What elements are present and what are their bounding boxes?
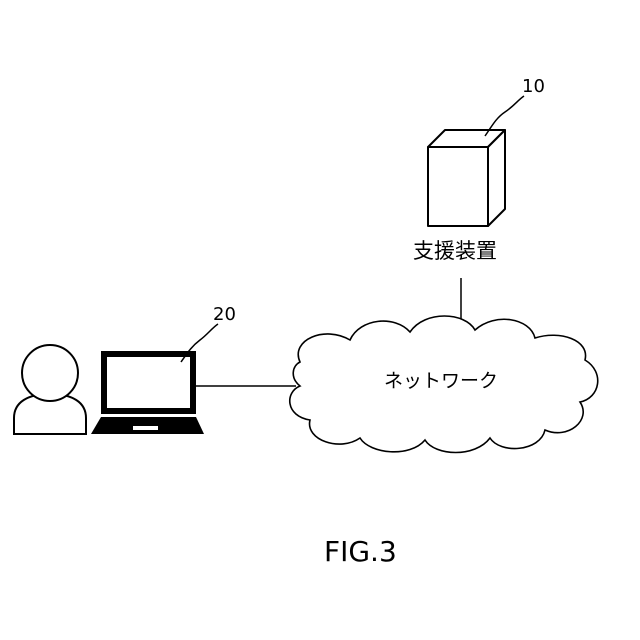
user-icon [14,345,86,434]
figure-caption: FIG.3 [324,538,397,566]
terminal-reference-number: 20 [213,306,236,324]
laptop-icon [91,351,204,434]
server-icon [428,130,505,226]
server-reference-number: 10 [522,78,545,96]
network-label: ネットワーク [384,372,498,391]
server-label: 支援装置 [413,241,497,262]
